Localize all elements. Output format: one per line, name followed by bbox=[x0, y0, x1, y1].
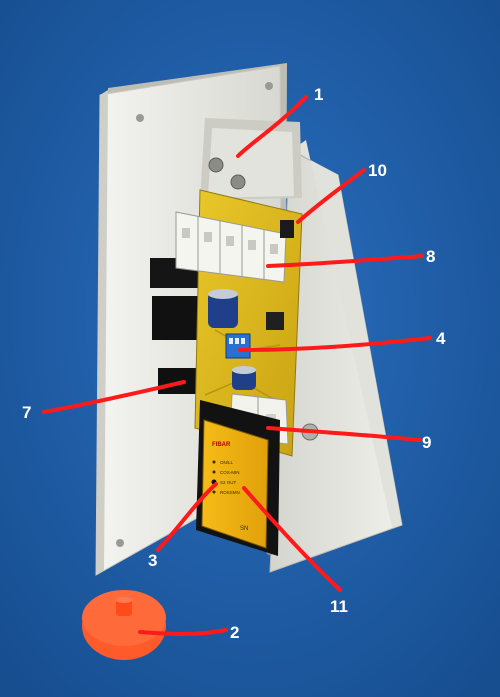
callout-lines bbox=[42, 95, 432, 636]
callout-label-8: 8 bbox=[426, 247, 435, 266]
small-capacitor bbox=[232, 366, 256, 390]
callout-line-2 bbox=[138, 628, 228, 636]
callout-label-1: 1 bbox=[314, 85, 323, 104]
callout-line-3 bbox=[156, 482, 218, 552]
callout-line-7 bbox=[42, 380, 186, 414]
callout-labels: 1 10 8 4 7 9 3 11 2 bbox=[22, 85, 446, 642]
callout-label-9: 9 bbox=[422, 433, 431, 452]
module-row-2: COS-MIN bbox=[220, 470, 240, 475]
callout-line-4 bbox=[238, 336, 432, 352]
callout-line-10 bbox=[296, 168, 366, 224]
callout-label-2: 2 bbox=[230, 623, 239, 642]
mounting-screw-bottom bbox=[230, 174, 246, 190]
mounting-block bbox=[200, 118, 302, 200]
terminal-block-top bbox=[175, 211, 287, 283]
orange-cap bbox=[82, 590, 166, 660]
callout-label-3: 3 bbox=[148, 551, 157, 570]
plate-screw-hole-tr bbox=[265, 82, 273, 90]
connector-chip bbox=[280, 220, 294, 238]
callout-line-1 bbox=[236, 95, 308, 158]
module-brand: FIBAR bbox=[212, 442, 231, 448]
mounting-screw-top bbox=[208, 157, 224, 173]
plate-screw-hole-bl bbox=[116, 539, 124, 547]
callout-label-10: 10 bbox=[368, 161, 387, 180]
callout-label-4: 4 bbox=[436, 329, 446, 348]
module-footer: SN bbox=[240, 526, 248, 532]
relay-module: FIBAR ON/LL COS-MIN S2 OUT ROSSMN SN bbox=[196, 400, 280, 556]
electrolytic-capacitor bbox=[208, 289, 238, 328]
module-row-1: ON/LL bbox=[220, 460, 234, 465]
callout-label-7: 7 bbox=[22, 403, 31, 422]
callout-line-8 bbox=[266, 254, 424, 268]
module-row-4: ROSSMN bbox=[220, 490, 240, 495]
dip-switch bbox=[225, 333, 251, 359]
plate-screw-hole-tl bbox=[136, 114, 144, 122]
callout-line-9 bbox=[266, 426, 422, 442]
module-row-3: S2 OUT bbox=[220, 480, 237, 485]
callout-line-11 bbox=[242, 486, 342, 592]
callout-label-11: 11 bbox=[330, 597, 348, 616]
ic-chip bbox=[266, 312, 284, 330]
